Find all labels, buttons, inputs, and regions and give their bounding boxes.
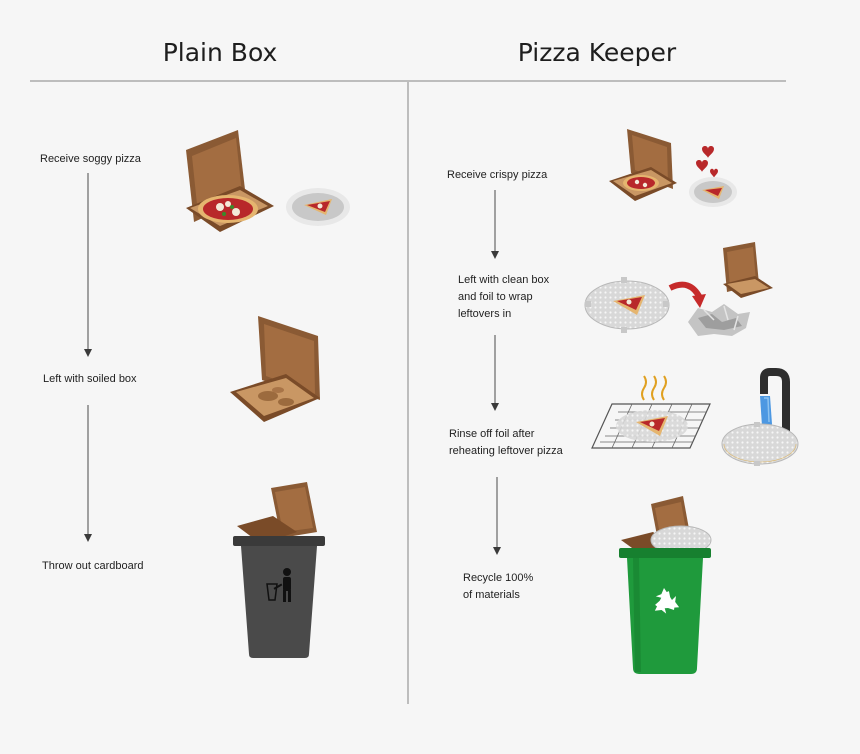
crumpled-foil-icon — [688, 304, 750, 336]
wire-rack-icon — [591, 403, 711, 449]
hearts-icon — [696, 146, 718, 178]
keeper-step-4: Recycle 100% of materials — [463, 570, 533, 604]
arrowhead-keeper-3 — [493, 547, 501, 555]
foil-disk-icon — [584, 277, 670, 333]
keeper-step-2: Left with clean box and foil to wrap lef… — [458, 272, 549, 323]
plain-step-2: Left with soiled box — [43, 373, 137, 385]
rinsed-foil-icon — [721, 422, 799, 466]
keeper-step-3-line2: reheating leftover pizza — [449, 445, 563, 457]
keeper-step-3-line1: Rinse off foil after — [449, 428, 535, 440]
crispy-pizza-box-icon — [609, 129, 677, 201]
keeper-step-4-line2: of materials — [463, 589, 520, 601]
keeper-step-3: Rinse off foil after reheating leftover … — [449, 426, 563, 460]
pizza-keeper-title: Pizza Keeper — [517, 38, 677, 67]
heat-waves-icon — [641, 375, 667, 401]
plate-icon — [689, 177, 737, 207]
keeper-step-2-line2: and foil to wrap — [458, 291, 533, 303]
keeper-step-2-line3: leftovers in — [458, 308, 512, 320]
arrowhead-keeper-1 — [491, 251, 499, 259]
keeper-step-2-line1: Left with clean box — [458, 274, 550, 286]
trash-can-icon — [233, 482, 325, 658]
plate-with-slice-icon — [286, 188, 350, 226]
keeper-step-4-line1: Recycle 100% — [463, 572, 534, 584]
keeper-step-1: Receive crispy pizza — [447, 167, 547, 184]
keeper-step-1-line1: Receive crispy pizza — [447, 169, 548, 181]
column-divider — [407, 82, 409, 704]
soiled-box-icon — [230, 316, 320, 422]
clean-box-icon — [723, 242, 773, 298]
plain-box-title: Plain Box — [162, 38, 278, 67]
recycle-bin-icon — [619, 496, 712, 674]
arrowhead-keeper-2 — [491, 403, 499, 411]
plain-step-3: Throw out cardboard — [42, 560, 144, 572]
faucet-icon — [760, 368, 790, 434]
curved-arrow-icon — [668, 281, 706, 308]
open-pizza-box-icon — [186, 130, 274, 232]
plain-step-1: Receive soggy pizza — [40, 153, 141, 165]
arrowhead-plain-2 — [84, 534, 92, 542]
arrowhead-plain-1 — [84, 349, 92, 357]
header-divider — [30, 80, 786, 82]
